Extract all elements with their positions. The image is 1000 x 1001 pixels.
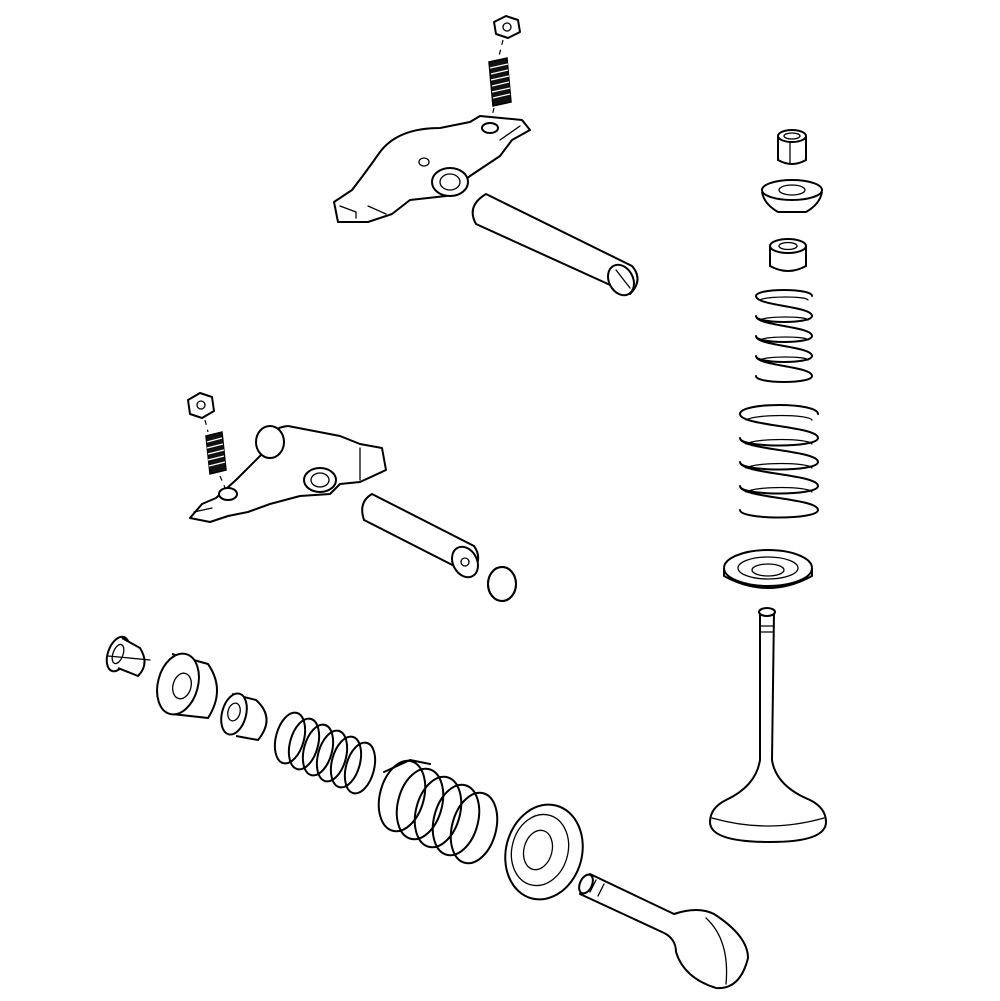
upper-rocker-arm — [333, 115, 531, 223]
vertical-valve-stem-seal — [769, 238, 807, 272]
diagonal-valve-collet — [105, 635, 151, 677]
diagonal-spring-seat — [504, 803, 584, 901]
upper-rocker-shaft — [471, 193, 639, 297]
diagonal-valve-assembly — [105, 635, 749, 990]
upper-adjuster-nut — [493, 15, 521, 39]
vertical-inner-valve-spring — [755, 289, 813, 383]
lower-shaft-o-ring — [487, 566, 517, 602]
upper-rocker-assembly — [333, 15, 639, 297]
lower-alignment-line-1 — [204, 419, 209, 433]
lower-rocker-shaft — [361, 493, 480, 579]
vertical-spring-seat — [723, 549, 813, 589]
lower-adjuster-nut — [187, 392, 215, 419]
upper-alignment-line-1 — [498, 39, 504, 57]
vertical-valve-assembly — [709, 129, 827, 843]
upper-adjuster-screw — [488, 57, 512, 107]
lower-adjuster-screw — [205, 431, 227, 475]
diagonal-inner-valve-spring — [273, 711, 377, 795]
diagonal-valve-stem-seal — [220, 692, 268, 741]
diagonal-valve — [578, 873, 749, 990]
vertical-valve-collet — [777, 129, 807, 165]
diagonal-spring-retainer — [156, 652, 218, 719]
lower-rocker-assembly — [187, 392, 517, 602]
lower-rocker-arm — [189, 425, 387, 523]
vertical-spring-retainer — [761, 179, 823, 213]
diagonal-outer-valve-spring — [377, 759, 499, 865]
vertical-outer-valve-spring — [739, 404, 819, 519]
vertical-valve — [709, 607, 827, 843]
